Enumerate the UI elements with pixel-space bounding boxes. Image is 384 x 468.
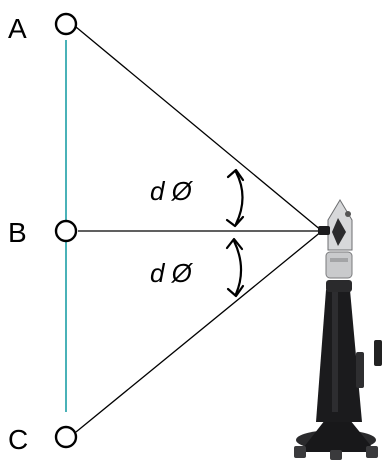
point-b-label: B xyxy=(8,217,27,248)
angle-label-upper: d Ø xyxy=(150,176,194,206)
angle-label-lower: d Ø xyxy=(150,258,194,288)
point-c-circle xyxy=(54,425,78,449)
point-a-circle xyxy=(54,12,78,36)
sight-line-c xyxy=(75,230,323,433)
point-c-label: C xyxy=(8,424,28,455)
double-arrow-icon xyxy=(225,168,245,228)
double-arrow-icon xyxy=(225,237,245,298)
theodolite-instrument xyxy=(294,199,382,460)
sight-line-a xyxy=(75,26,323,232)
point-b-circle xyxy=(54,219,78,243)
point-a-label: A xyxy=(8,13,27,44)
